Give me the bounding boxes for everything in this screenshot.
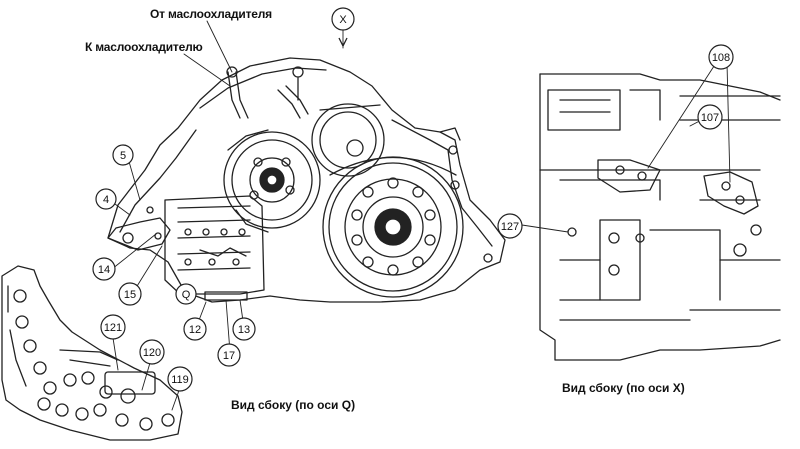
callout-15: 15: [118, 282, 142, 306]
callout-120: 120: [139, 339, 165, 365]
torque-converter: [322, 156, 464, 298]
callout-12-text: 12: [189, 324, 201, 336]
callout-5: 5: [112, 144, 134, 166]
label-to-oil-cooler: К маслоохладителю: [85, 40, 203, 54]
valve-body: [164, 195, 265, 301]
callout-17-text: 17: [223, 350, 235, 362]
oil-pump-drum: [311, 103, 385, 177]
marker-x-text: X: [339, 14, 347, 26]
callout-108-text: 108: [712, 52, 730, 64]
callout-13: 13: [232, 317, 256, 341]
callout-14: 14: [92, 257, 116, 281]
callout-4-text: 4: [103, 194, 109, 206]
callout-15-text: 15: [124, 289, 136, 301]
callout-4: 4: [95, 188, 117, 210]
differential-drum: [223, 129, 321, 233]
callout-127-text: 127: [501, 221, 519, 233]
callout-107-text: 107: [701, 112, 719, 124]
marker-q: Q: [175, 283, 197, 305]
callout-5-text: 5: [120, 150, 126, 162]
callout-120-text: 120: [143, 347, 161, 359]
callout-12: 12: [183, 317, 207, 341]
transmission-housing: [107, 57, 506, 303]
side-view-x-drawing: [539, 73, 781, 361]
callout-107: 107: [697, 104, 723, 130]
mount-bracket: [107, 206, 171, 251]
marker-x: X: [331, 7, 355, 31]
valve-plate: [1, 265, 183, 441]
callout-13-text: 13: [238, 324, 250, 336]
marker-q-text: Q: [182, 289, 191, 301]
callout-121: 121: [100, 314, 126, 340]
callout-119-text: 119: [171, 374, 189, 386]
label-from-oil-cooler: От маслоохладителя: [150, 7, 272, 21]
callout-127: 127: [497, 213, 523, 239]
leader-lines: [111, 20, 731, 411]
callout-108: 108: [708, 44, 734, 70]
caption-side-view-x: Вид сбоку (по оси X): [562, 381, 685, 395]
callout-119: 119: [167, 366, 193, 392]
caption-side-view-q: Вид сбоку (по оси Q): [231, 398, 356, 412]
oil-cooler-pipes: [226, 66, 309, 119]
callout-121-text: 121: [104, 322, 122, 334]
callout-14-text: 14: [98, 264, 110, 276]
callout-17: 17: [217, 343, 241, 367]
x-direction-arrow: [338, 37, 348, 47]
